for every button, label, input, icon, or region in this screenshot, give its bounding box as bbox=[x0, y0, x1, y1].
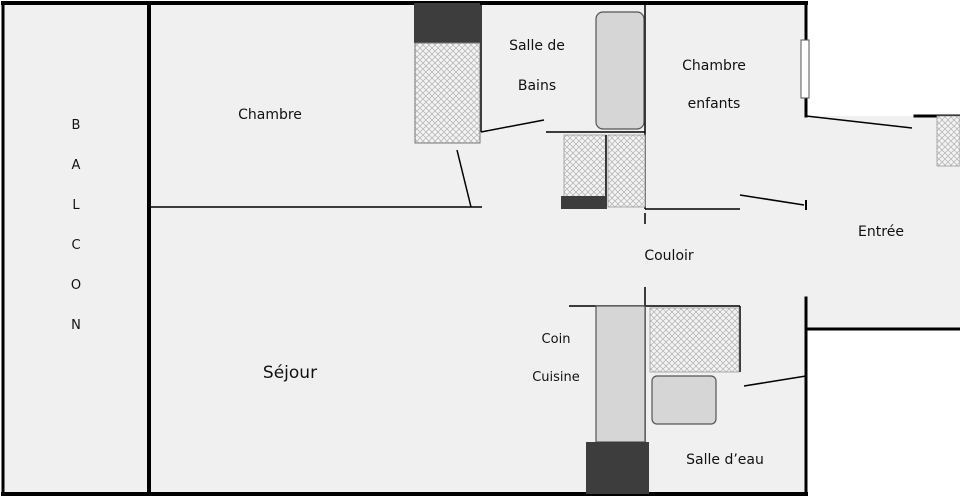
room-label-salle-de-bains-2: Bains bbox=[517, 78, 557, 94]
room-label-salle-de-bains-1: Salle de bbox=[509, 38, 565, 54]
kitchen-counter bbox=[595, 305, 646, 443]
balcony-floor bbox=[3, 3, 149, 494]
room-label-couloir: Couloir bbox=[644, 248, 694, 264]
dark-block-mid bbox=[561, 196, 607, 209]
shower-hatched bbox=[649, 307, 740, 373]
balcony-letter: N bbox=[71, 318, 81, 333]
door-salle-deau bbox=[743, 375, 807, 387]
balcony-label: B A L C O N bbox=[66, 112, 86, 352]
room-label-chambre-enfants-1: Chambre bbox=[682, 58, 746, 74]
door-chambre bbox=[456, 149, 472, 208]
room-label-chambre-enfants-2: enfants bbox=[687, 96, 741, 112]
balcony-letter: A bbox=[71, 158, 81, 173]
dark-block-bottom bbox=[586, 442, 649, 494]
wardrobe-hatched-chambre bbox=[414, 42, 481, 144]
sink bbox=[651, 375, 717, 425]
door-chambre-enfants bbox=[739, 194, 805, 206]
entrance-hatched bbox=[936, 115, 960, 167]
room-label-entree: Entrée bbox=[858, 224, 904, 240]
room-label-coin-cuisine-1: Coin bbox=[541, 332, 571, 347]
room-label-chambre: Chambre bbox=[238, 107, 302, 123]
room-label-coin-cuisine-2: Cuisine bbox=[532, 370, 580, 385]
door-salle-de-bains bbox=[480, 119, 545, 133]
cupboard-hatched-left bbox=[563, 134, 607, 198]
room-label-salle-deau: Salle d’eau bbox=[686, 452, 764, 468]
doors bbox=[456, 115, 913, 387]
balcony-letter: B bbox=[71, 118, 81, 133]
bathtub bbox=[595, 11, 645, 130]
balcony-letter: C bbox=[71, 238, 81, 253]
room-label-sejour: Séjour bbox=[262, 363, 318, 383]
window bbox=[800, 39, 810, 99]
door-entree bbox=[805, 115, 913, 129]
balcony-letter: O bbox=[70, 278, 82, 293]
balcony-letter: L bbox=[72, 198, 80, 213]
cupboard-hatched-right bbox=[607, 134, 646, 208]
entrance-floor bbox=[806, 116, 960, 329]
dark-block-top bbox=[414, 3, 480, 43]
